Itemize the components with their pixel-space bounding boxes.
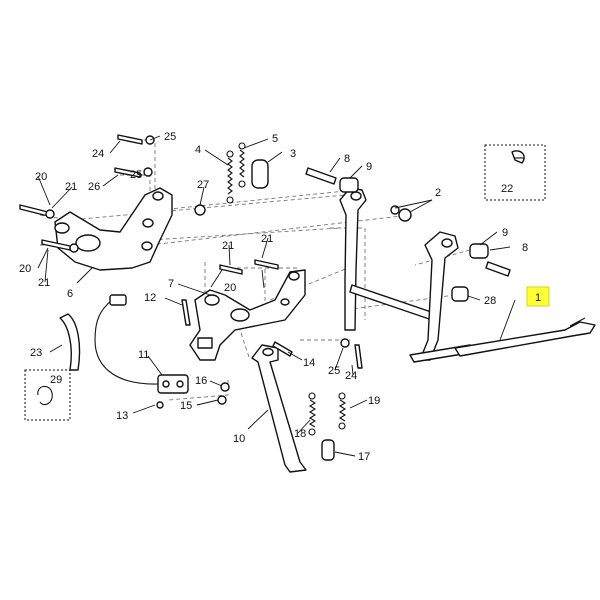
highlight-box-1 [526,286,550,307]
label-13: 13 [116,410,128,422]
label-5: 5 [272,133,278,145]
label-19: 19 [368,395,380,407]
left-bracket-part [54,187,173,271]
leader-lines [37,135,516,457]
callout-labels: 1 2 3 4 5 6 7 8 8 9 9 10 11 12 13 14 15 … [19,131,541,463]
label-21-middle-left: 21 [222,240,234,252]
label-8-right: 8 [522,242,528,254]
inset-box-22 [484,144,546,201]
label-21-lower: 21 [38,277,50,289]
label-22: 22 [501,183,513,195]
label-17: 17 [358,451,370,463]
label-20-lower: 20 [19,263,31,275]
label-7: 7 [168,278,174,290]
label-25-middle: 25 [130,169,142,181]
label-6: 6 [67,288,73,300]
label-12: 12 [144,292,156,304]
stand-lever-part [454,317,596,357]
label-29: 29 [50,374,62,386]
side-stand-part [251,344,307,473]
label-24-lower: 24 [345,370,357,382]
label-4: 4 [195,144,201,156]
label-15: 15 [180,400,192,412]
label-23: 23 [30,347,42,359]
label-25-upper: 25 [164,131,176,143]
label-2: 2 [435,187,441,199]
label-25-lower: 25 [328,365,340,377]
label-8-upper: 8 [344,153,350,165]
inset-box-29 [24,369,71,421]
label-3: 3 [290,148,296,160]
springs [226,142,347,436]
hose-part [59,313,81,371]
label-24-upper: 24 [92,148,104,160]
label-26: 26 [88,181,100,193]
label-21-middle-right: 21 [261,233,273,245]
label-18: 18 [294,428,306,440]
bushings [251,159,489,461]
stand-switch-part [94,294,189,394]
label-1: 1 [535,292,541,304]
bolts [19,134,511,409]
label-21-upper: 21 [65,181,77,193]
center-stand-frame-part [339,187,476,363]
label-20-middle: 20 [224,282,236,294]
label-14: 14 [303,357,315,369]
label-20-upper: 20 [35,171,47,183]
label-11: 11 [138,349,149,361]
label-9-upper: 9 [366,161,372,173]
middle-bracket-part [189,269,306,361]
label-9-right: 9 [502,227,508,239]
label-27: 27 [197,179,209,191]
label-10: 10 [233,433,245,445]
label-16: 16 [195,375,207,387]
label-28: 28 [484,295,496,307]
